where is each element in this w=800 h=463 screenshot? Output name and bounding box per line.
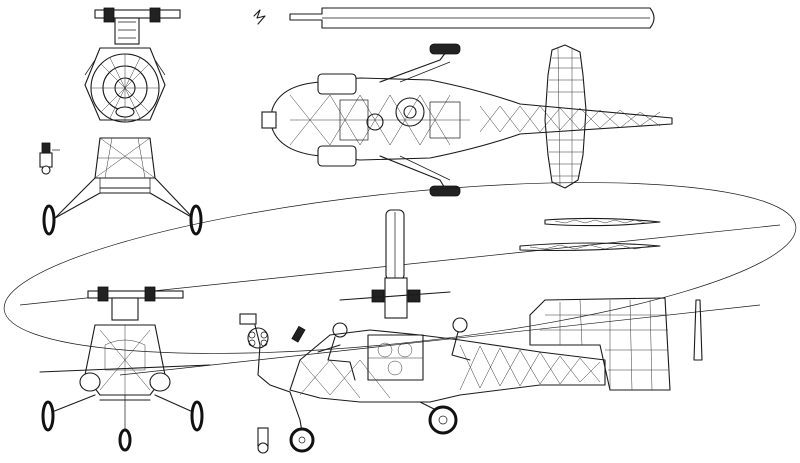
blade-sections <box>385 209 703 361</box>
front-view-bottom <box>39 286 211 452</box>
top-view <box>261 43 673 197</box>
front-view-top <box>84 7 181 123</box>
rotor-blade-planform <box>253 7 655 29</box>
front-gear-view <box>39 137 203 236</box>
side-view <box>239 277 671 454</box>
